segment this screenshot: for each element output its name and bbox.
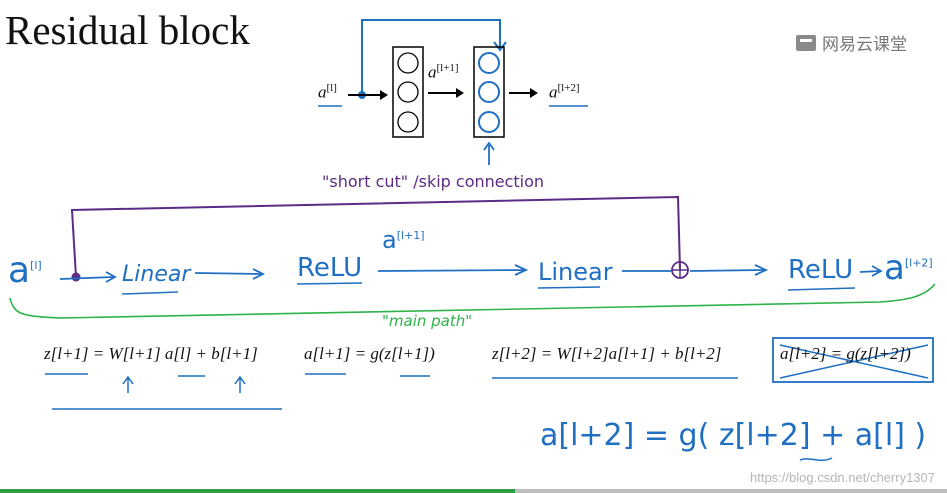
layer1-box — [392, 46, 424, 138]
progress-bar-fill — [0, 489, 515, 493]
progress-bar-track — [515, 489, 947, 493]
skip-connection-line — [361, 19, 501, 95]
equation-underlines — [45, 373, 738, 410]
mid-activation-label: a[l+1] — [428, 62, 459, 82]
main-path-brace — [9, 283, 936, 319]
pipeline-a-l: a[l] — [8, 250, 42, 291]
layer2-neuron — [478, 81, 500, 103]
input-arrowhead-icon — [380, 90, 388, 100]
pipeline-relu-2: ReLU — [788, 255, 854, 285]
output-arrowhead-icon — [530, 88, 538, 98]
layer2-box — [473, 46, 505, 138]
output-activation-label: a[l+2] — [549, 82, 580, 102]
equation-a-l2-crossed: a[l+2] = g(z[l+2]) — [780, 344, 911, 363]
layer1-neuron — [397, 52, 419, 74]
pipeline-linear-1: Linear — [122, 262, 191, 287]
equation-a-l1: a[l+1] = g(z[l+1]) — [304, 344, 435, 363]
shortcut-annotation: "short cut" /skip connection — [322, 172, 545, 191]
pipeline-underlines — [121, 282, 856, 295]
watermark: 网易云课堂 — [796, 30, 907, 55]
mid-arrowhead-icon — [456, 88, 464, 98]
watermark-logo-icon — [796, 34, 816, 51]
pipeline-relu-1: ReLU — [297, 253, 363, 283]
equation-z-l2: z[l+2] = W[l+2]a[l+1] + b[l+2] — [492, 344, 722, 363]
csdn-watermark: https://blog.csdn.net/cherry1307 — [749, 470, 935, 485]
layer2-neuron — [478, 111, 500, 133]
page-title: Residual block — [5, 7, 250, 53]
pointer-arrowhead-icon — [483, 141, 495, 151]
pipeline-a-l1: a[l+1] — [382, 226, 425, 254]
crossed-equation-box — [772, 337, 934, 383]
layer1-neuron — [397, 81, 419, 103]
watermark-text: 网易云课堂 — [822, 35, 907, 54]
shortcut-path — [70, 195, 681, 278]
main-path-annotation: "main path" — [382, 312, 473, 330]
cross-line — [779, 344, 929, 379]
layer1-neuron — [397, 111, 419, 133]
pipeline-a-l2: a[l+2] — [884, 248, 933, 288]
shortcut-start-dot — [71, 272, 81, 282]
squiggle-underline — [799, 457, 833, 462]
equation-up-arrows — [122, 375, 246, 393]
main-arrows — [59, 264, 883, 283]
layer2-neuron — [478, 52, 500, 74]
pipeline-linear-2: Linear — [538, 258, 613, 286]
handwritten-equation: a[l+2] = g( z[l+2] + a[l] ) — [540, 418, 927, 453]
skip-arrowhead-icon — [493, 41, 507, 52]
input-activation-label: a[l] — [318, 82, 337, 102]
equation-z-l1: z[l+1] = W[l+1] a[l] + b[l+1] — [44, 344, 258, 363]
